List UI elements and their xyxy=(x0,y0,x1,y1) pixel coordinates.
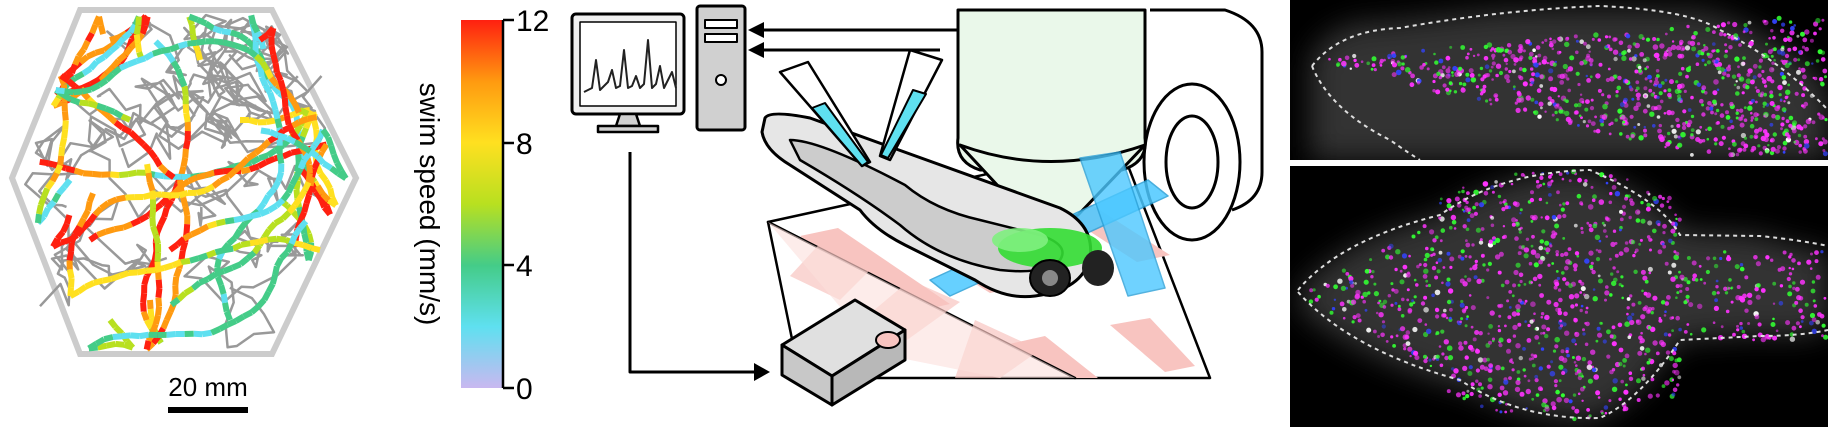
labeled-neurons-dorsal xyxy=(1308,168,1828,422)
colorbar-tick-4: 4 xyxy=(503,250,533,283)
scale-bar-label: 20 mm xyxy=(168,372,247,402)
panel-a: 20 mm xyxy=(8,7,360,413)
labeled-neurons-lateral xyxy=(1328,15,1828,158)
colorbar-tick-8: 8 xyxy=(503,128,533,161)
recording-electrodes xyxy=(778,48,944,168)
computer-tower xyxy=(695,4,747,132)
colorbar-tick-label-12: 12 xyxy=(516,5,549,38)
colorbar: 0 4 8 12 swim speed (mm/s) xyxy=(414,5,549,406)
colorbar-tick-0: 0 xyxy=(503,373,533,406)
colorbar-tick-12: 12 xyxy=(503,5,549,38)
projection-beam xyxy=(768,222,1075,378)
panel-c xyxy=(1290,0,1828,427)
colorbar-tick-label-4: 4 xyxy=(516,250,533,283)
larval-zebrafish xyxy=(760,112,1114,299)
speed-colored-trajectory xyxy=(34,13,349,352)
panel-b xyxy=(570,4,1264,407)
hexagonal-arena xyxy=(8,7,360,357)
colorbar-gradient xyxy=(461,20,503,388)
projector xyxy=(780,298,907,407)
colorbar-label: swim speed (mm/s) xyxy=(414,83,445,326)
colorbar-tick-label-8: 8 xyxy=(516,128,533,161)
signal-arrows xyxy=(628,28,958,374)
neural-activity-trace xyxy=(583,39,677,93)
monitor xyxy=(570,12,686,134)
microscope-objective xyxy=(956,8,1264,242)
colorbar-tick-label-0: 0 xyxy=(516,373,533,406)
